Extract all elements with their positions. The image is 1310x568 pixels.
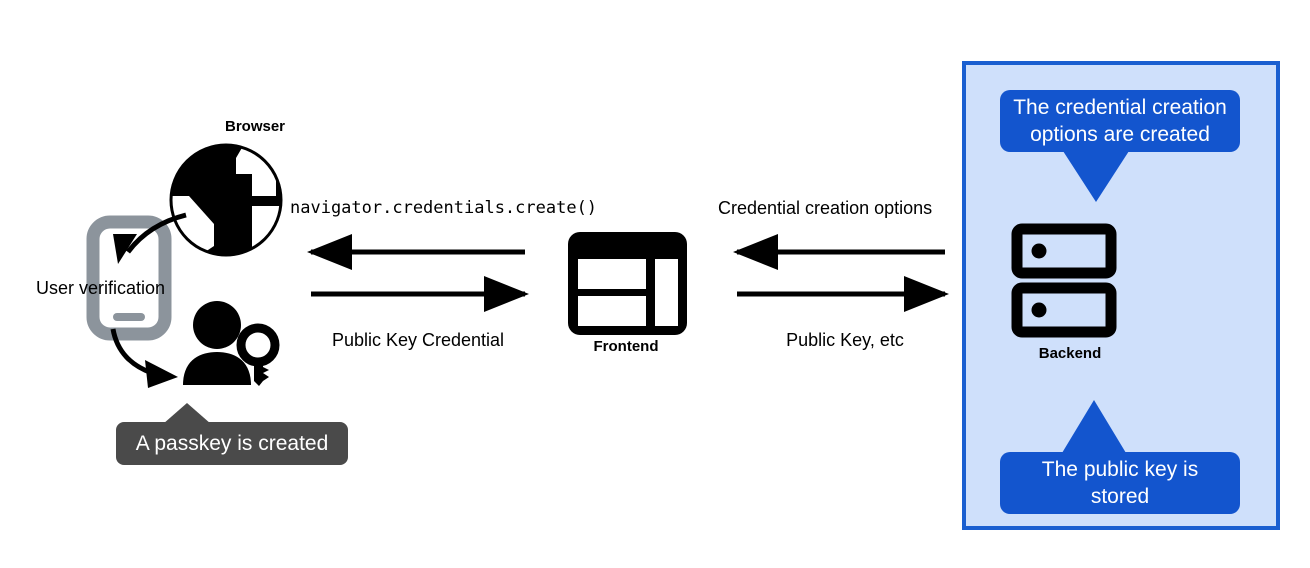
edge-label-public-key-credential: Public Key Credential [331, 330, 505, 350]
callout-credential-options-created: The credential creation options are crea… [1000, 90, 1240, 152]
node-label-backend: Backend [1038, 345, 1102, 362]
passkey-tooltip-tail-icon [163, 403, 211, 424]
node-label-frontend: Frontend [593, 338, 659, 355]
callout-top-tail-icon [1063, 151, 1129, 202]
browser-to-phone-arrow [113, 212, 187, 264]
user-with-key-icon [183, 301, 280, 386]
callout-public-key-stored: The public key is stored [1000, 452, 1240, 514]
node-label-browser: Browser [224, 118, 286, 135]
edge-label-credential-creation-options: Credential creation options [718, 198, 933, 218]
tooltip-passkey-created: A passkey is created [116, 422, 348, 465]
browser-window-icon [568, 232, 687, 335]
label-user-verification: User verification [36, 278, 166, 298]
globe-icon [169, 143, 283, 257]
edge-label-navigator-credentials-create: navigator.credentials.create() [290, 198, 598, 218]
phone-to-user-arrow [110, 328, 178, 388]
edge-label-public-key-etc: Public Key, etc [786, 330, 904, 350]
callout-bottom-tail-icon [1062, 400, 1126, 453]
